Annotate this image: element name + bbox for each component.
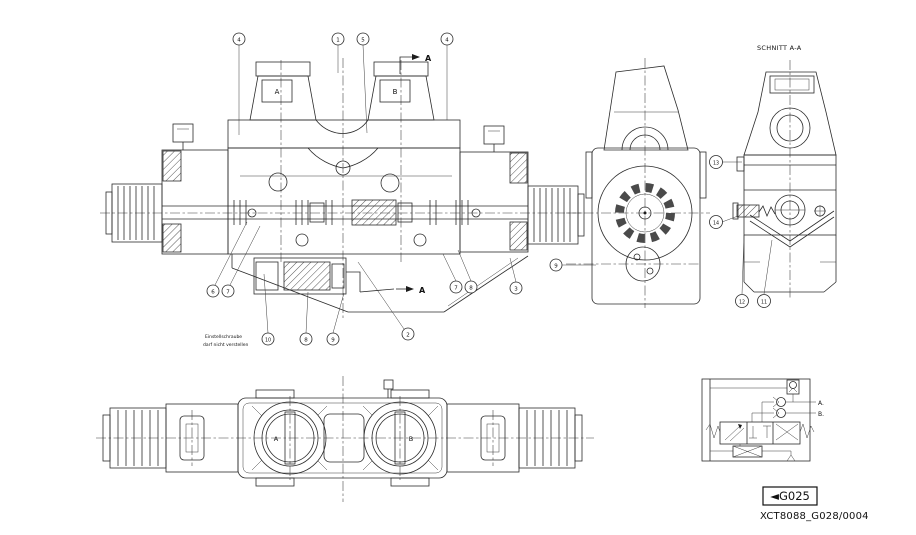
schnitt-callouts: 13 14 12 11 (709, 155, 773, 308)
spool-assembly (162, 199, 528, 226)
check-valve-a (761, 396, 816, 422)
relief-check-symbol (786, 379, 800, 402)
figure-ref-box (762, 486, 818, 506)
port-label-a-bottom: A (274, 435, 279, 443)
port-label-a-front: A (275, 88, 280, 96)
callout-number: 7 (226, 290, 230, 296)
callout-number: 2 (406, 333, 410, 339)
note-line-1: Einstellschraube (205, 334, 242, 340)
side-body (591, 147, 701, 305)
schnitt-a-a-view: SCHNITT A-A (709, 44, 837, 308)
right-solenoid (527, 185, 585, 245)
right-connector (483, 125, 505, 152)
schnitt-title: SCHNITT A-A (757, 44, 802, 52)
callout-number: 12 (739, 300, 745, 306)
side-view: 9 (549, 58, 710, 308)
pilot-valve (253, 257, 395, 295)
vent-screw (383, 379, 394, 390)
port-tower-a: A (249, 61, 317, 121)
directional-valve-symbol (705, 421, 815, 445)
callout-balloons-left: 6 7 (206, 221, 261, 298)
callout-number: 9 (331, 338, 335, 344)
callout-number: 8 (304, 338, 308, 344)
drawing-code: XCT8088_G028/0004 (760, 511, 869, 522)
left-solenoid (105, 183, 163, 243)
schematic-port-a: A. (818, 400, 824, 407)
callout-number: 3 (514, 287, 518, 293)
callout-number: 8 (469, 286, 473, 292)
valve-body (227, 147, 461, 255)
callout-number: 1 (336, 38, 340, 44)
schematic-port-b: B. (818, 411, 824, 418)
callout-balloons-right: 7 8 3 (442, 249, 523, 295)
front-section-view: A B (100, 32, 585, 348)
side-tower (603, 65, 689, 151)
callout-number: 14 (713, 221, 719, 227)
section-arrow-bottom: A (396, 286, 426, 295)
adjustment-screw (732, 202, 776, 220)
bottom-plan-view: A B (96, 376, 594, 502)
check-valve-b (751, 407, 816, 422)
callout-number: 10 (265, 338, 271, 344)
spring-left (705, 423, 721, 439)
callout-number: 4 (237, 38, 241, 44)
callout-number: 7 (454, 286, 458, 292)
port-label-b-front: B (393, 88, 398, 96)
port-label-b-bottom: B (409, 435, 413, 443)
bottom-bracket (231, 254, 529, 313)
note-line-2: darf nicht verstellen (203, 342, 249, 348)
star-washer (615, 183, 675, 243)
schematic-frame (701, 378, 811, 462)
adjustment-note: Einstellschraube darf nicht verstellen (203, 334, 249, 348)
callout-balloons-bottom: 10 8 9 2 (261, 261, 415, 346)
bottom-port-a: A (251, 401, 328, 475)
section-arrow-top-label: A (425, 54, 432, 63)
spring-right (799, 423, 815, 439)
orifice-symbol (710, 444, 796, 462)
top-plate (227, 119, 461, 149)
port-tower-b: B (367, 61, 435, 121)
hydraulic-schematic: A. B. (701, 378, 824, 462)
left-connector (172, 123, 194, 150)
section-arrow-top: A (399, 54, 432, 74)
drawing-footer: ◄G025 XCT8088_G028/0004 (760, 486, 869, 522)
section-arrow-bottom-label: A (419, 286, 426, 295)
schnitt-body (743, 154, 837, 236)
figure-ref-label: ◄G025 (770, 489, 810, 503)
callout-balloons-top: 4 1 5 4 (232, 32, 454, 135)
callout-number: 5 (361, 38, 365, 44)
bottom-right-nut (518, 407, 583, 469)
callout-number: 13 (713, 161, 719, 167)
bottom-port-b: B (362, 401, 439, 475)
bottom-left-nut (102, 407, 167, 469)
callout-number: 11 (761, 300, 767, 306)
callout-number: 6 (211, 290, 215, 296)
callout-number: 4 (445, 38, 449, 44)
callout-number: 9 (554, 264, 558, 270)
